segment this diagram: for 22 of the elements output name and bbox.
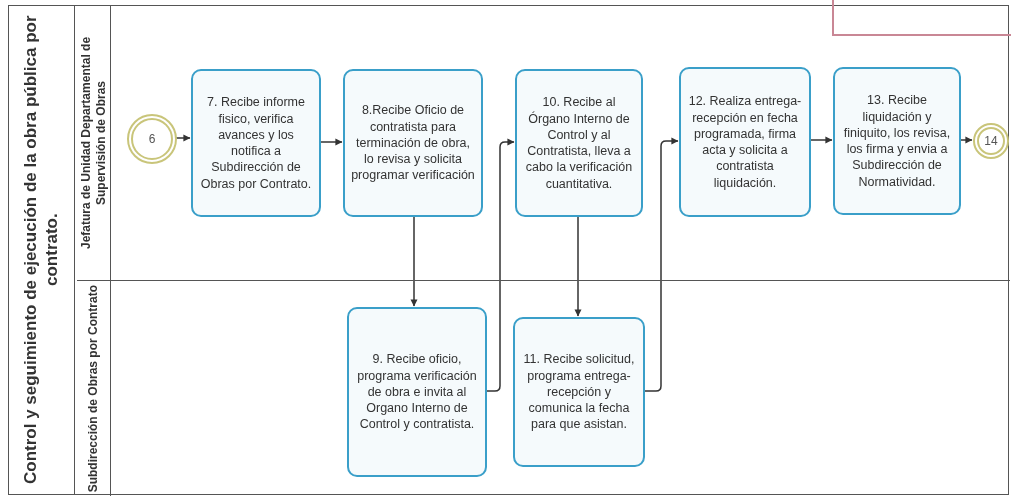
arrow bbox=[574, 215, 582, 317]
process-box: 12. Realiza entrega-recepción en fecha programada, firma acta y solicita a contratista liquidación. bbox=[679, 67, 811, 217]
arrow bbox=[319, 138, 343, 146]
pool-band bbox=[8, 5, 1009, 495]
process-box: 10. Recibe al Órgano Interno de Control y al Contratista, lleva a cabo la verificación cuantitativa. bbox=[515, 69, 643, 217]
process-box: 7. Recibe informe fisico, verifica avances y los notifica a Subdirección de Obras por Contrato. bbox=[191, 69, 321, 217]
arrow bbox=[175, 134, 191, 142]
event-circle: 14 bbox=[973, 123, 1009, 159]
pool-title: Control y seguimiento de ejecución de la obra pública por contrato. bbox=[20, 14, 63, 487]
lane-title: Subdirección de Obras por Contrato bbox=[86, 284, 101, 493]
arrow bbox=[809, 136, 833, 144]
arrow bbox=[485, 138, 515, 392]
arrow bbox=[959, 136, 973, 144]
process-box: 8.Recibe Oficio de contratista para terminación de obra, lo revisa y solicita programar verificación bbox=[343, 69, 483, 217]
process-box: 9. Recibe oficio, programa verificación de obra e invita al Organo Interno de Control y contratista. bbox=[347, 307, 487, 477]
lane-title: Jefatura de Unidad Departamental de Supervisión de Obras bbox=[78, 35, 109, 252]
swimlane bbox=[77, 6, 1010, 281]
arrow bbox=[410, 215, 418, 307]
process-box: 13. Recibe liquidación y finiquito, los revisa, los firma y envia a Subdirección de Normatividad. bbox=[833, 67, 961, 215]
process-box: 11. Recibe solicitud, programa entrega-recepción y comunica la fecha para que asistan. bbox=[513, 317, 645, 467]
arrow bbox=[643, 137, 679, 392]
event-circle: 6 bbox=[127, 114, 177, 164]
